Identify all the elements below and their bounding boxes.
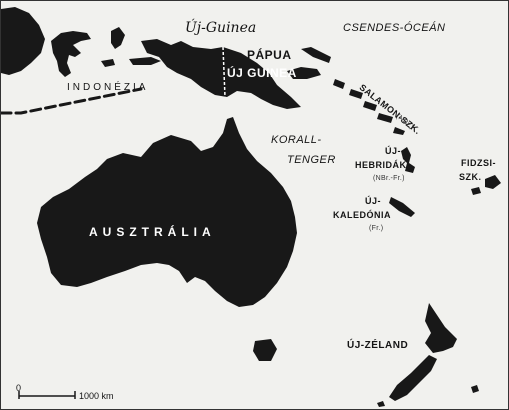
new-guinea-island [141,39,301,109]
label-hebridak-note: (NBr.-Fr.) [373,175,405,182]
label-uj-guinea-island: Új-Guinea [185,20,257,36]
chatham-islands [471,385,479,393]
borneo-landmass [1,7,45,75]
new-zealand-south-island [389,355,437,401]
label-kaledonia-1: ÚJ- [365,196,382,206]
sulawesi-island [51,31,91,77]
solomon-island-b [349,89,363,99]
label-tenger: TENGER [287,154,336,166]
new-caledonia-island [389,197,415,217]
label-fidzsi-1: FIDZSI- [461,158,496,168]
label-hebridak-2: HEBRIDÁK [355,160,407,170]
label-uj-guinea-country: ÚJ GUINEA [227,66,297,80]
tasmania-island [253,339,277,361]
label-hebridak-1: ÚJ- [385,146,402,156]
png-indonesia-border [222,46,226,98]
fiji-islands [471,175,501,195]
seram-island [129,57,161,65]
label-korall: KORALL- [271,134,322,146]
label-fidzsi-2: SZK. [459,172,482,182]
new-hebrides-islands [401,147,415,173]
new-britain-island [287,67,321,79]
stewart-island [377,401,385,407]
label-papua: PÁPUA [247,48,292,62]
solomon-island-d [377,113,393,123]
halmahera-island [111,27,125,49]
solomon-island-c [363,101,377,111]
buru-island [101,59,115,67]
label-indonezia: INDONÉZIA [67,82,149,93]
scale-bar-label: 1000 km [79,391,114,401]
label-csendes-ocean: CSENDES-ÓCEÁN [343,22,446,34]
label-kaledonia-note: (Fr.) [369,225,384,232]
australia-landmass [37,117,297,307]
solomon-island-a [333,79,345,89]
label-kaledonia-2: KALEDÓNIA [333,210,391,220]
new-zealand-north-island [425,303,457,353]
lesser-sunda-chain [1,87,143,115]
scale-bar-zero: 0 [16,383,22,393]
solomon-island-e [393,127,405,135]
label-uj-zeland: ÚJ-ZÉLAND [347,340,409,351]
label-ausztralia: AUSZTRÁLIA [89,225,216,239]
new-ireland-island [301,47,331,63]
